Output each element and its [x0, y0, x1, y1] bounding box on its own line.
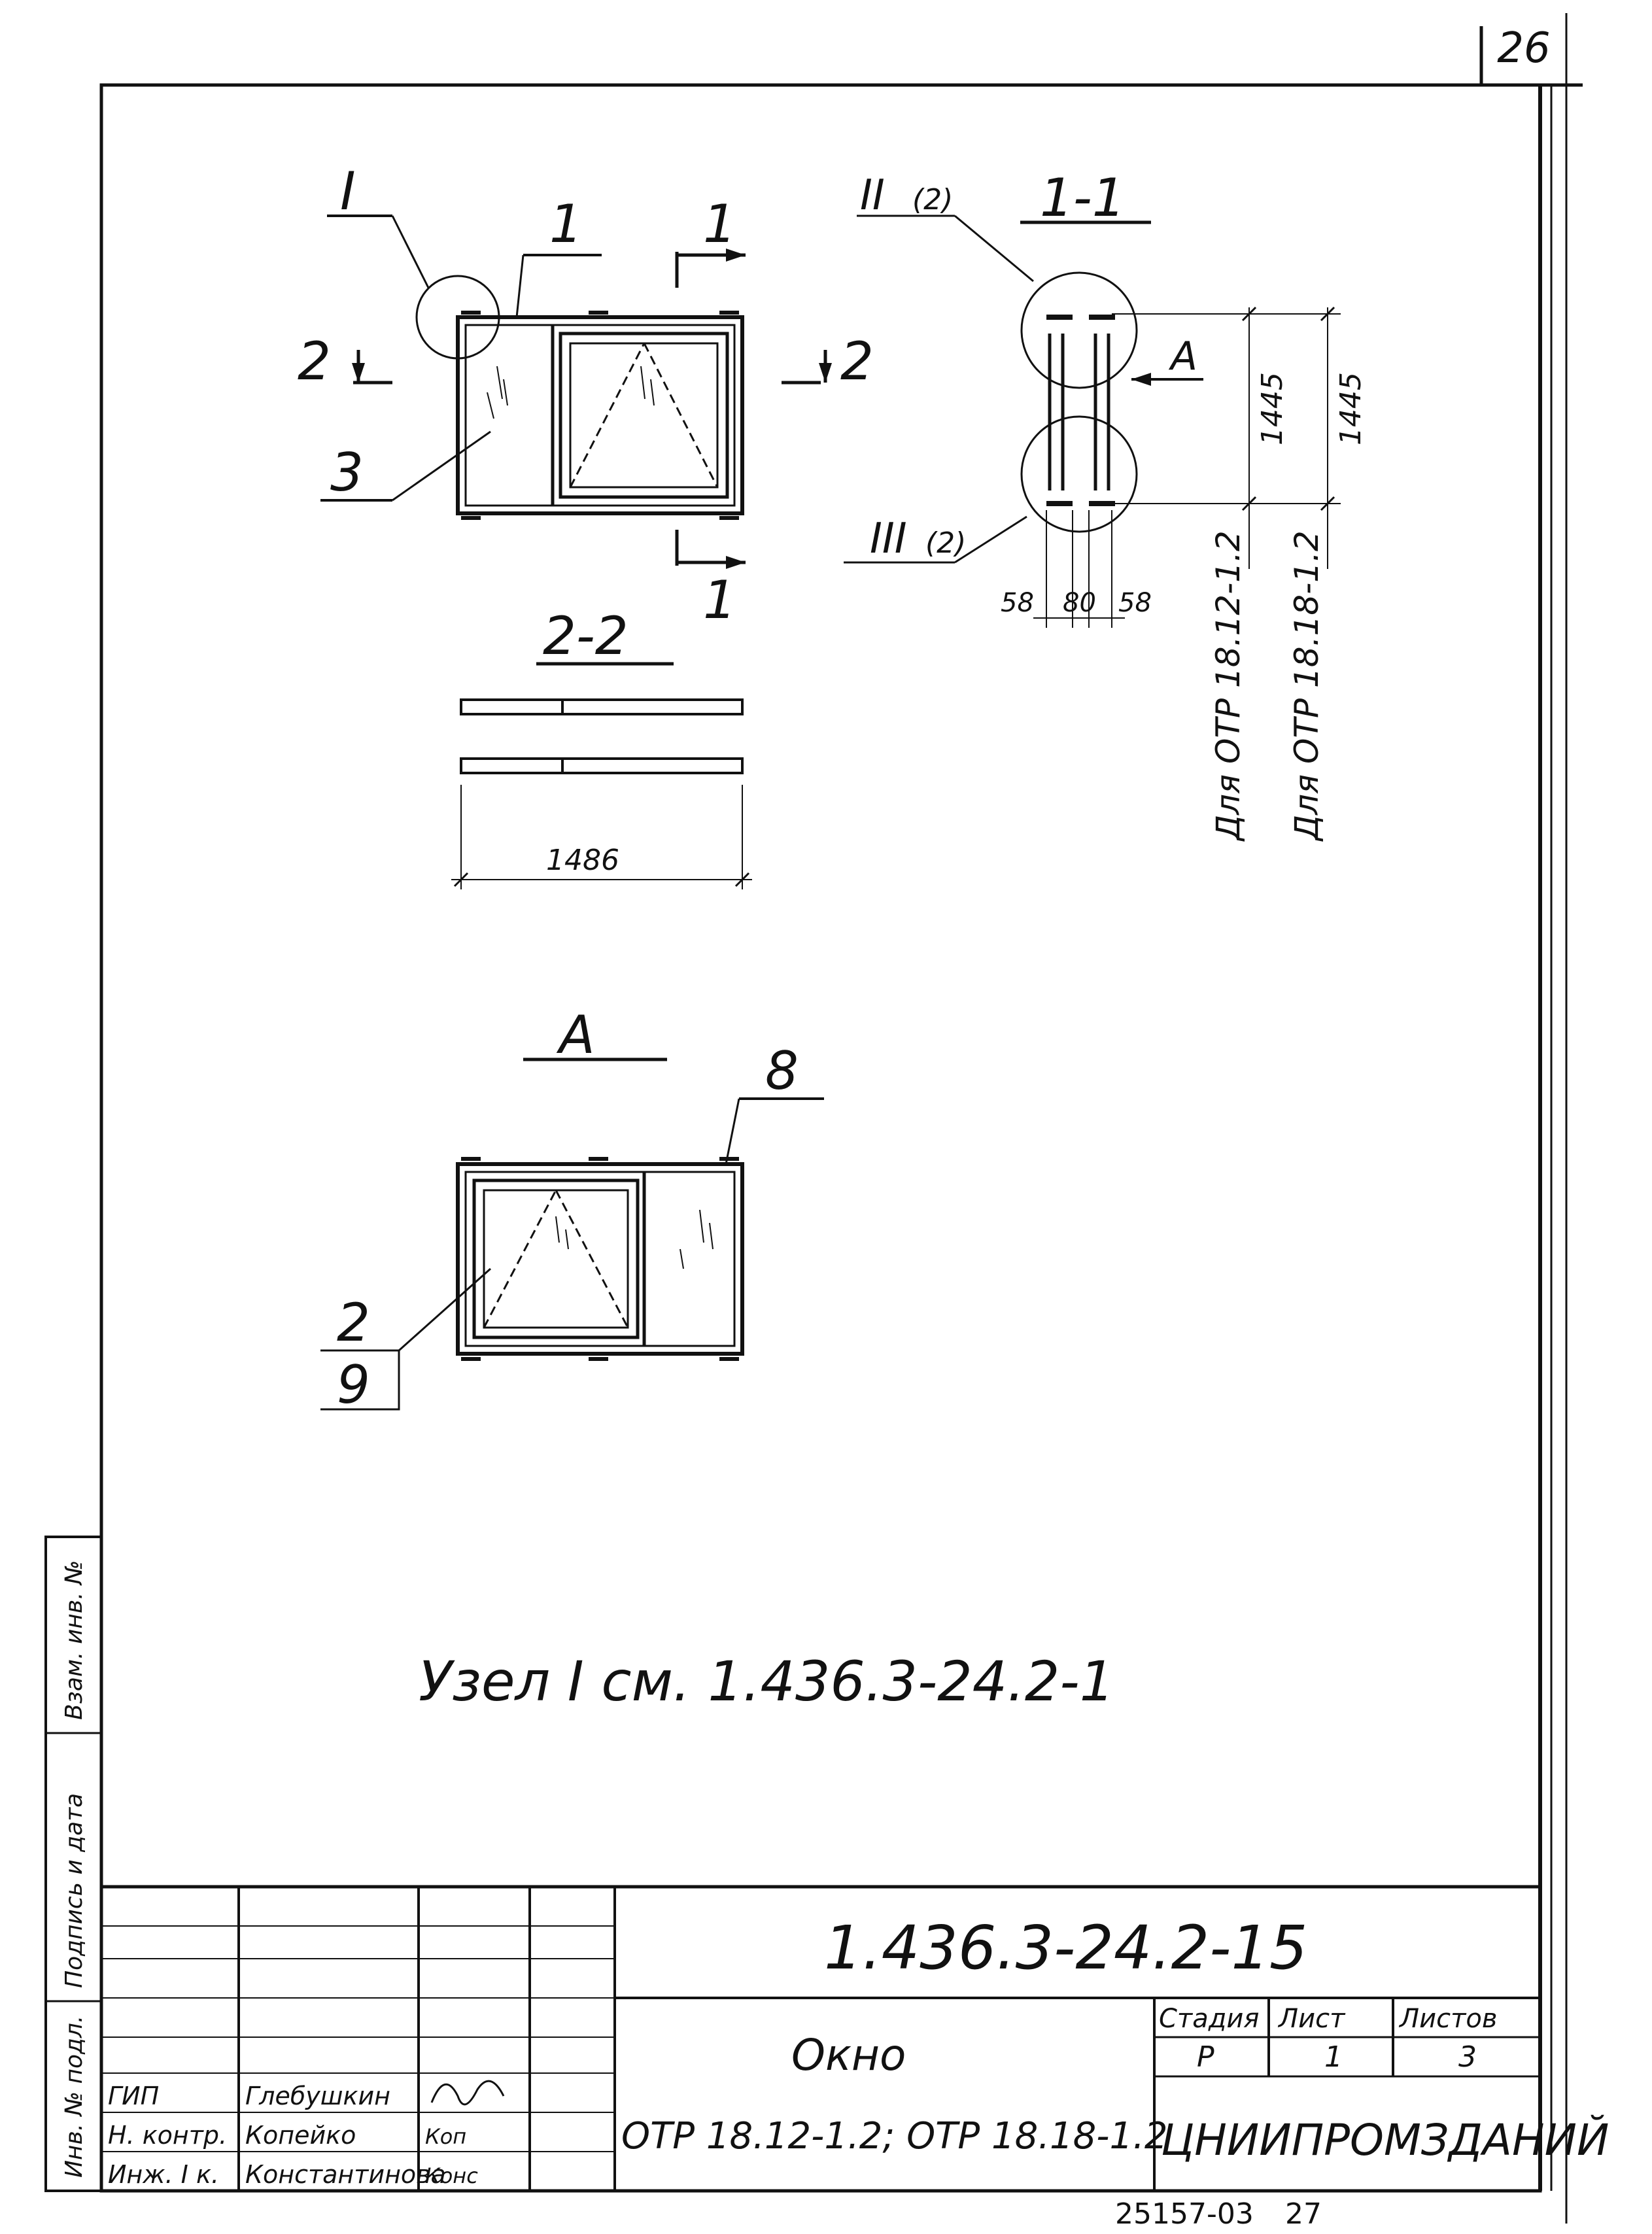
drawing-title: Окно: [791, 2030, 906, 2080]
signature-sign-3: Конс: [425, 2163, 478, 2188]
note-otr-18-18: Для ОТР 18.18-1.2: [1288, 530, 1326, 842]
signature-mark-1: [430, 2080, 505, 2106]
side-stamp: Инв. № подл. Подпись и дата Взам. инв. №: [44, 1536, 103, 2192]
node-II-count: (2): [912, 183, 953, 216]
signature-sign-2: Коп: [425, 2124, 466, 2149]
part-2-label: 2: [337, 1292, 370, 1353]
sheet-number: 26: [1497, 24, 1550, 73]
part-1-label: 1: [549, 194, 583, 254]
designation: 1.436.3-24.2-15: [824, 1913, 1307, 1983]
section-2-2-title: 2-2: [543, 606, 628, 666]
part-9-label: 9: [337, 1354, 370, 1415]
signature-name-1: Глебушкин: [245, 2082, 390, 2110]
view-A-mark: A: [1168, 334, 1197, 379]
signature-name-2: Копейко: [245, 2121, 356, 2150]
cut-1-top-label: 1: [703, 194, 736, 254]
main-window-view: I 1 3 1 1 2 2: [298, 161, 874, 630]
cut-2-right-label: 2: [840, 331, 874, 392]
dim-height-a: 1445: [1256, 372, 1289, 445]
organization: ЦНИИПРОМЗДАНИЙ: [1161, 2114, 1609, 2165]
dim-width-1486: 1486: [546, 844, 619, 877]
part-3-label: 3: [330, 442, 364, 503]
dim-width-58-right: 58: [1118, 588, 1152, 618]
dim-height-b: 1445: [1334, 372, 1368, 445]
note-otr-18-12: Для ОТР 18.12-1.2: [1209, 530, 1247, 842]
sheet-value: 1: [1324, 2040, 1343, 2074]
stage-header: Стадия: [1159, 2004, 1259, 2034]
node-II-label: II: [860, 171, 885, 220]
view-A-title: A: [556, 1005, 595, 1065]
signature-role-2: Н. контр.: [108, 2121, 227, 2150]
cut-1-bottom-label: 1: [703, 570, 736, 630]
dim-width-80: 80: [1063, 588, 1096, 618]
page-number: 27: [1285, 2197, 1322, 2231]
sheet-header: Лист: [1277, 2004, 1346, 2034]
title-block: 1.436.3-24.2-15 Окно ОТР 18.12-1.2; ОТР …: [101, 1885, 1609, 2191]
signature-role-1: ГИП: [108, 2082, 159, 2110]
signature-role-3: Инж. I к.: [108, 2160, 219, 2189]
archive-number: 25157-03: [1115, 2197, 1254, 2231]
stamp-inv-no: Инв. № подл.: [61, 2016, 88, 2178]
section-2-2: 2-2 1486: [451, 606, 752, 889]
section-1-1-title: 1-1: [1040, 167, 1126, 228]
part-8-label: 8: [765, 1040, 799, 1101]
node-III-label: III: [870, 515, 907, 563]
signature-name-3: Константинова: [245, 2160, 446, 2189]
cut-2-left-label: 2: [298, 331, 331, 392]
dim-width-58-left: 58: [1001, 588, 1034, 618]
stamp-replaced-inv: Взам. инв. №: [61, 1560, 88, 1720]
sheet-frame: 26: [99, 13, 1583, 2224]
stage-value: Р: [1197, 2040, 1214, 2074]
sheets-value: 3: [1458, 2040, 1477, 2074]
node-III-count: (2): [925, 526, 966, 560]
view-A: A 8 2 9: [320, 1005, 824, 1415]
node-I-label: I: [340, 161, 356, 222]
sheets-header: Листов: [1398, 2004, 1497, 2034]
section-1-1: 1-1 II (2) III (2) A 1445 1445 Для ОТР 1…: [844, 167, 1368, 842]
stamp-signature-date: Подпись и дата: [61, 1793, 88, 1988]
drawing-subtitle: ОТР 18.12-1.2; ОТР 18.18-1.2: [621, 2115, 1168, 2157]
node-reference-note: Узел I см. 1.436.3-24.2-1: [419, 1649, 1114, 1713]
